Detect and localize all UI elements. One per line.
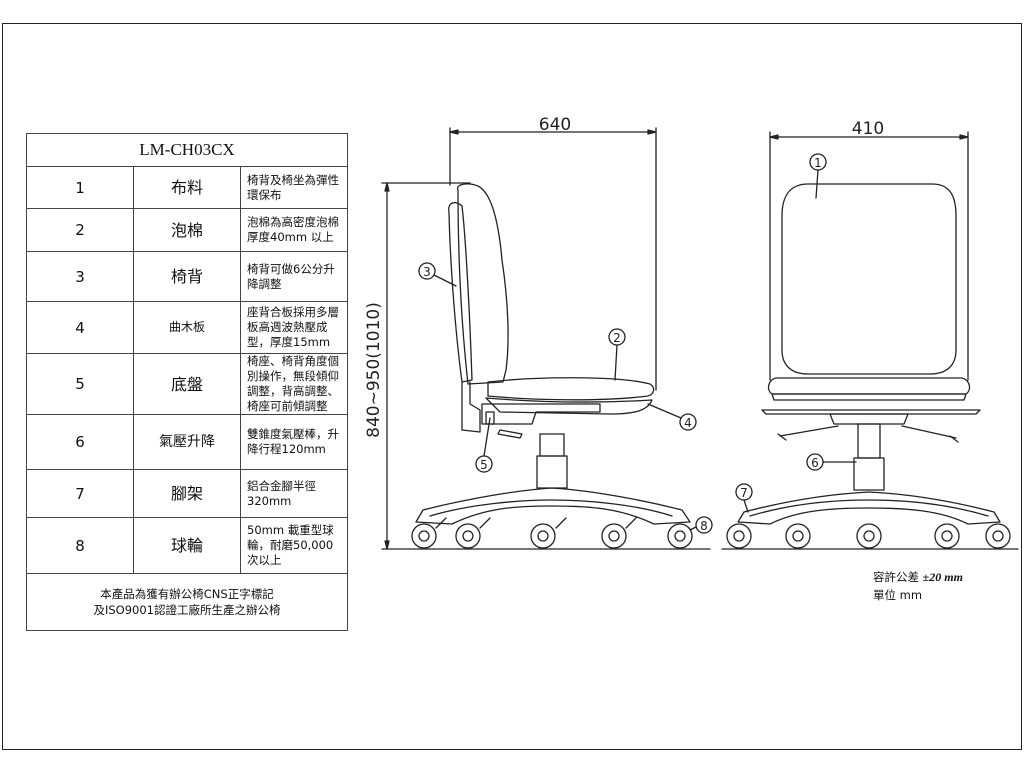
- callout-2: 2: [608, 328, 626, 381]
- unit-label: 單位 mm: [873, 588, 923, 602]
- certification-row: 本產品為獲有辦公椅CNS正字標記 及ISO9001認證工廠所生產之辦公椅: [26, 573, 348, 631]
- lever-front: [779, 425, 957, 439]
- drawing-frame: [2, 23, 1022, 750]
- callout-4: 4: [647, 403, 697, 431]
- caster-side-4: [601, 523, 627, 549]
- dimension-height: [381, 182, 471, 550]
- callout-5-label: 5: [480, 458, 488, 472]
- spec-num: 8: [26, 517, 134, 574]
- dimension-width-side: [449, 127, 657, 391]
- spec-desc: 椅背及椅坐為彈性環保布: [240, 166, 348, 209]
- spec-row-5: 5 底盤 椅座、椅背角度個別操作，無段傾仰調整，背高調整、椅座可前傾調整: [26, 353, 348, 415]
- spec-row-8: 8 球輪 50mm 載重型球輪，耐磨50,000 次以上: [26, 517, 348, 574]
- caster-front-1: [726, 523, 752, 549]
- spec-desc: 座背合板採用多層板高週波熱壓成型，厚度15mm: [240, 301, 348, 354]
- dimension-width-front: [769, 131, 969, 381]
- seat-side: [487, 377, 655, 401]
- gas-lift-upper-front: [857, 423, 881, 459]
- caster-front-2: [785, 523, 811, 549]
- certification-line-2: 及ISO9001認證工廠所生產之辦公椅: [93, 603, 281, 617]
- dimension-height-label: 840~950(1010): [364, 302, 384, 438]
- mechanism-front: [761, 409, 981, 415]
- spec-desc: 椅背可做6公分升降調整: [240, 251, 348, 302]
- side-view: 640 840~950(1010): [364, 115, 711, 550]
- mechanism-side: [481, 403, 601, 425]
- callout-3: 3: [418, 262, 457, 287]
- dimension-width-side-label: 640: [539, 115, 571, 135]
- caster-side-5: [667, 523, 693, 549]
- back-post: [461, 381, 481, 433]
- spec-row-4: 4 曲木板 座背合板採用多層板高週波熱壓成型，厚度15mm: [26, 301, 348, 354]
- callout-2-label: 2: [613, 331, 621, 345]
- spec-desc: 50mm 載重型球輪，耐磨50,000 次以上: [240, 517, 348, 574]
- callout-8: 8: [689, 516, 713, 534]
- gas-lift-lower-front: [853, 457, 885, 491]
- spec-num: 1: [26, 166, 134, 209]
- callout-1-label: 1: [814, 156, 822, 170]
- spec-desc: 泡棉為高密度泡棉厚度40mm 以上: [240, 208, 348, 252]
- callout-3-label: 3: [423, 265, 431, 279]
- spec-desc: 椅座、椅背角度個別操作，無段傾仰調整，背高調整、椅座可前傾調整: [240, 353, 348, 415]
- certification-note: 本產品為獲有辦公椅CNS正字標記 及ISO9001認證工廠所生產之辦公椅: [26, 573, 348, 631]
- lever-side: [497, 429, 523, 439]
- seat-front: [767, 377, 971, 395]
- spec-table: LM-CH03CX 1 布料 椅背及椅坐為彈性環保布 2 泡棉 泡棉為高密度泡棉…: [26, 133, 348, 631]
- callout-7: 7: [735, 483, 753, 513]
- spec-num: 5: [26, 353, 134, 415]
- dimension-width-front-label: 410: [852, 119, 884, 139]
- tolerance-value: ±20 mm: [922, 570, 963, 584]
- caster-side-1: [411, 523, 437, 549]
- spec-row-6: 6 氣壓升降 雙錐度氣壓棒，升降行程120mm: [26, 414, 348, 470]
- callout-5: 5: [475, 417, 493, 473]
- spec-item: 曲木板: [133, 301, 241, 354]
- base-front: [737, 491, 1001, 525]
- callout-1: 1: [809, 153, 827, 199]
- spec-item: 泡棉: [133, 208, 241, 252]
- callout-4-label: 4: [684, 416, 692, 430]
- tolerance-note: 容許公差 ±20 mm 單位 mm: [873, 568, 963, 604]
- spec-row-2: 2 泡棉 泡棉為高密度泡棉厚度40mm 以上: [26, 208, 348, 252]
- callout-8-label: 8: [700, 519, 708, 533]
- spec-desc: 雙錐度氣壓棒，升降行程120mm: [240, 414, 348, 470]
- front-view: 410: [721, 119, 1019, 550]
- caster-front-3: [856, 523, 882, 549]
- certification-line-1: 本產品為獲有辦公椅CNS正字標記: [100, 587, 274, 601]
- spec-row-1: 1 布料 椅背及椅坐為彈性環保布: [26, 166, 348, 209]
- backrest-side: [456, 183, 509, 385]
- gas-lift-lower-side: [536, 455, 568, 489]
- callout-6: 6: [806, 453, 857, 471]
- callout-7-label: 7: [740, 486, 748, 500]
- caster-front-4: [934, 523, 960, 549]
- callout-6-label: 6: [811, 456, 819, 470]
- caster-side-3: [530, 523, 556, 549]
- seat-board: [485, 397, 653, 415]
- gas-lift-upper-side: [539, 433, 565, 457]
- spec-item: 腳架: [133, 469, 241, 518]
- caster-front-5: [985, 523, 1011, 549]
- caster-side-2: [455, 523, 481, 549]
- base-side: [415, 487, 691, 525]
- tolerance-label: 容許公差: [873, 570, 919, 584]
- backrest-front: [781, 183, 957, 375]
